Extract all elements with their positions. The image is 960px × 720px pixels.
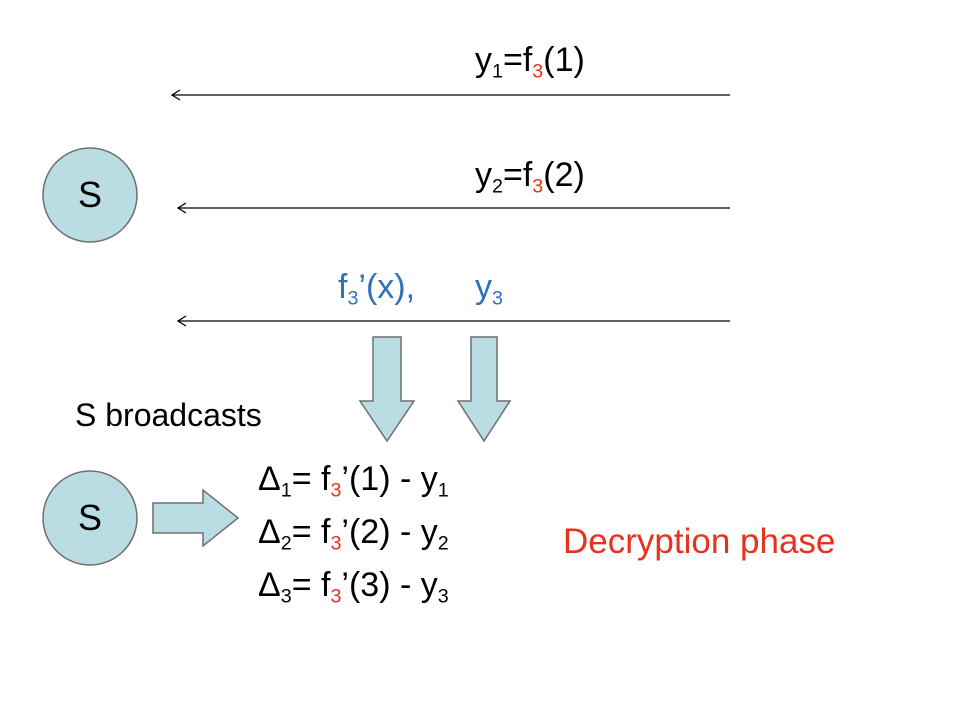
message-2-y-sub: 2 — [492, 175, 503, 198]
message-3-y-sub: 3 — [492, 287, 503, 310]
message-3-f: f — [338, 268, 348, 306]
delta-f-sub: 3 — [330, 585, 342, 608]
message-3-y-label: y3 — [475, 268, 503, 308]
message-1-arg: (1) — [543, 41, 585, 79]
node-s-top-label: S — [78, 174, 103, 215]
down-block-arrow-left — [358, 336, 416, 443]
message-3-poly-label: f3’(x), — [338, 268, 416, 308]
message-3-rest: ’(x), — [358, 268, 416, 306]
delta-symbol: Δ — [258, 513, 281, 551]
phase-label: Decryption phase — [563, 522, 836, 561]
message-2-eq: =f — [502, 156, 533, 194]
message-1-label: y1=f3(1) — [475, 41, 585, 81]
delta-y-sub: 1 — [437, 479, 449, 502]
delta-symbol: Δ — [258, 566, 281, 604]
delta-index: 2 — [280, 532, 292, 555]
message-2-y: y — [475, 156, 492, 194]
delta-y-sub: 2 — [437, 532, 449, 555]
delta-mid: = f — [291, 513, 331, 551]
delta-index: 3 — [280, 585, 292, 608]
delta-equation-1: Δ1= f3’(1) - y1 — [258, 460, 449, 500]
message-arrow-3 — [176, 315, 730, 327]
node-s-bottom-label: S — [78, 497, 103, 538]
node-s-bottom — [42, 470, 138, 566]
message-1-y-sub: 1 — [492, 60, 503, 83]
message-1-y: y — [475, 41, 492, 79]
delta-equation-2: Δ2= f3’(2) - y2 — [258, 513, 449, 553]
message-1-f-sub: 3 — [532, 60, 544, 83]
message-2-arg: (2) — [543, 156, 585, 194]
node-s-top — [42, 147, 138, 243]
broadcast-label: S broadcasts — [75, 397, 262, 433]
message-arrow-1 — [170, 89, 730, 101]
delta-f-sub: 3 — [330, 532, 342, 555]
delta-y-sub: 3 — [437, 585, 449, 608]
message-1-eq: =f — [502, 41, 533, 79]
delta-symbol: Δ — [258, 460, 281, 498]
message-3-f-sub: 3 — [347, 287, 359, 310]
delta-equation-3: Δ3= f3’(3) - y3 — [258, 566, 449, 606]
delta-index: 1 — [280, 479, 292, 502]
right-block-arrow — [152, 488, 240, 548]
message-2-label: y2=f3(2) — [475, 156, 585, 196]
delta-mid: = f — [291, 566, 331, 604]
down-block-arrow-right — [456, 336, 512, 443]
message-2-f-sub: 3 — [532, 175, 544, 198]
message-arrow-2 — [176, 202, 730, 214]
delta-arg: ’(3) - y — [341, 566, 438, 604]
delta-f-sub: 3 — [330, 479, 342, 502]
message-3-y: y — [475, 268, 492, 306]
delta-arg: ’(1) - y — [341, 460, 438, 498]
delta-arg: ’(2) - y — [341, 513, 438, 551]
delta-mid: = f — [291, 460, 331, 498]
